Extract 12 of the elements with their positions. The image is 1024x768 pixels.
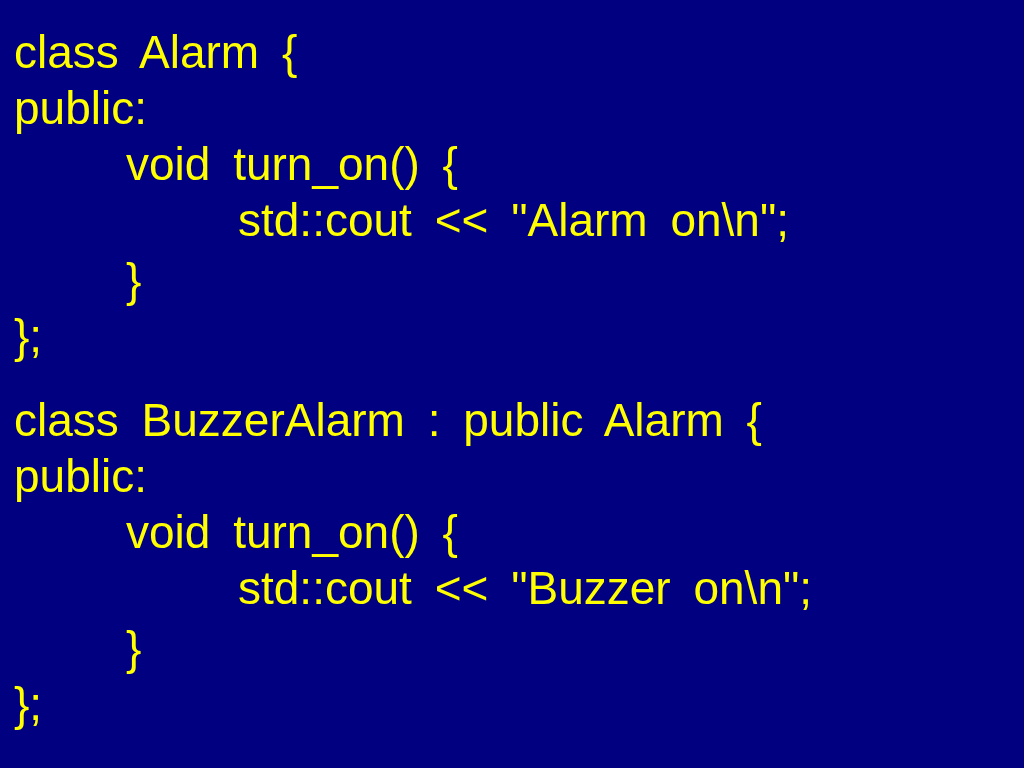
code-line: std::cout << "Buzzer on\n"; [238, 562, 813, 614]
code-line: public: [14, 82, 147, 134]
code-line: void turn_on() { [126, 138, 458, 190]
code-line: } [126, 254, 142, 306]
code-line: public: [14, 450, 147, 502]
code-line: void turn_on() { [126, 506, 458, 558]
code-line: class Alarm { [14, 26, 298, 78]
code-line: class BuzzerAlarm : public Alarm { [14, 394, 762, 446]
code-line: }; [14, 310, 43, 362]
code-line: std::cout << "Alarm on\n"; [238, 194, 790, 246]
code-line: } [126, 622, 142, 674]
code-line: }; [14, 678, 43, 730]
